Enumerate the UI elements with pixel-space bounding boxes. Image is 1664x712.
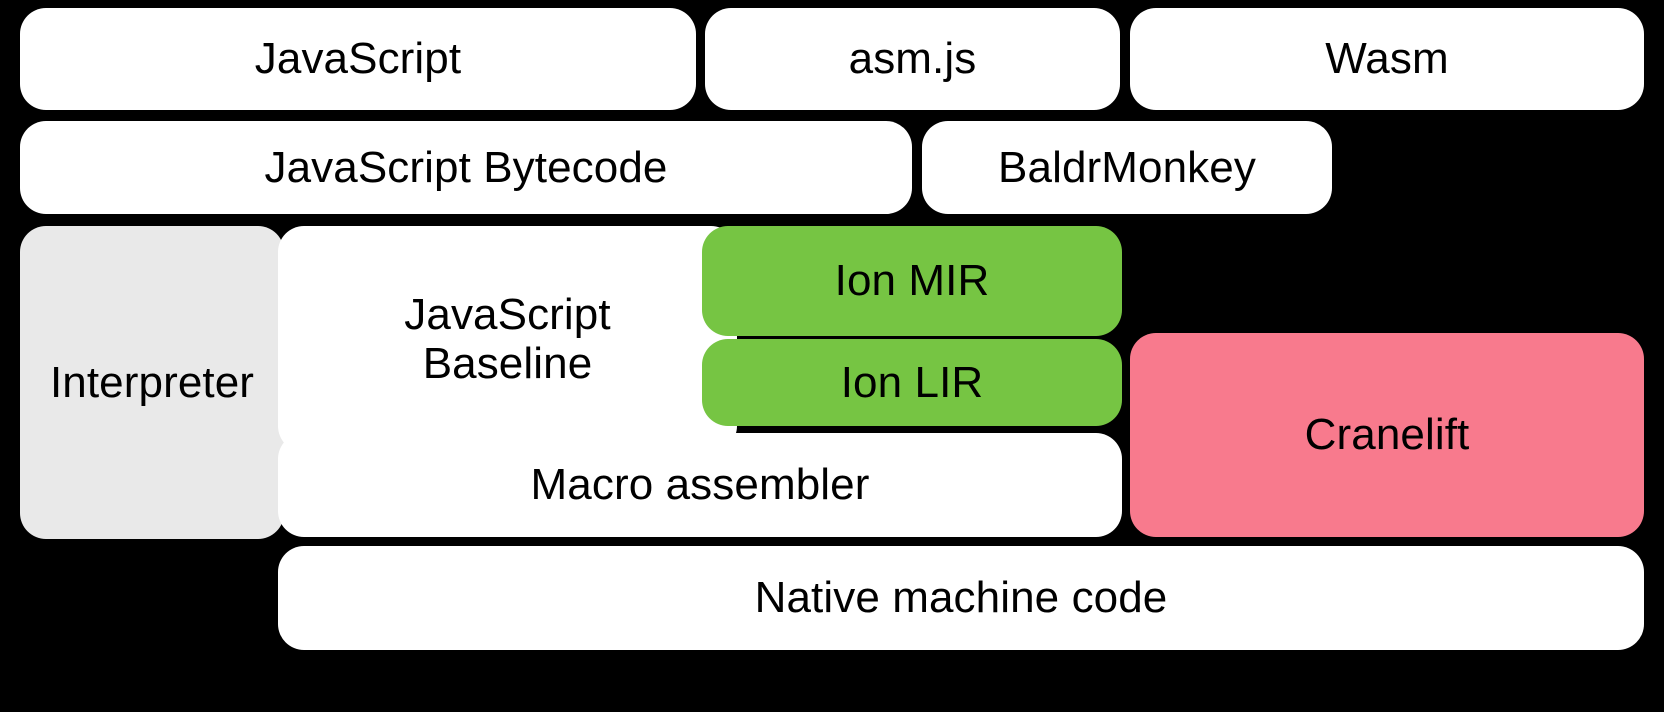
block-ion-lir[interactable]: Ion LIR: [702, 339, 1122, 426]
block-javascript-baseline[interactable]: JavaScript Baseline: [278, 226, 737, 452]
block-baldrmonkey[interactable]: BaldrMonkey: [922, 121, 1332, 214]
block-javascript[interactable]: JavaScript: [20, 8, 696, 110]
block-javascript-bytecode[interactable]: JavaScript Bytecode: [20, 121, 912, 214]
block-asm-js[interactable]: asm.js: [705, 8, 1120, 110]
block-cranelift[interactable]: Cranelift: [1130, 333, 1644, 537]
block-ion-mir[interactable]: Ion MIR: [702, 226, 1122, 336]
block-macro-assembler[interactable]: Macro assembler: [278, 433, 1122, 537]
block-wasm[interactable]: Wasm: [1130, 8, 1644, 110]
block-interpreter[interactable]: Interpreter: [20, 226, 284, 539]
block-native-machine-code[interactable]: Native machine code: [278, 546, 1644, 650]
